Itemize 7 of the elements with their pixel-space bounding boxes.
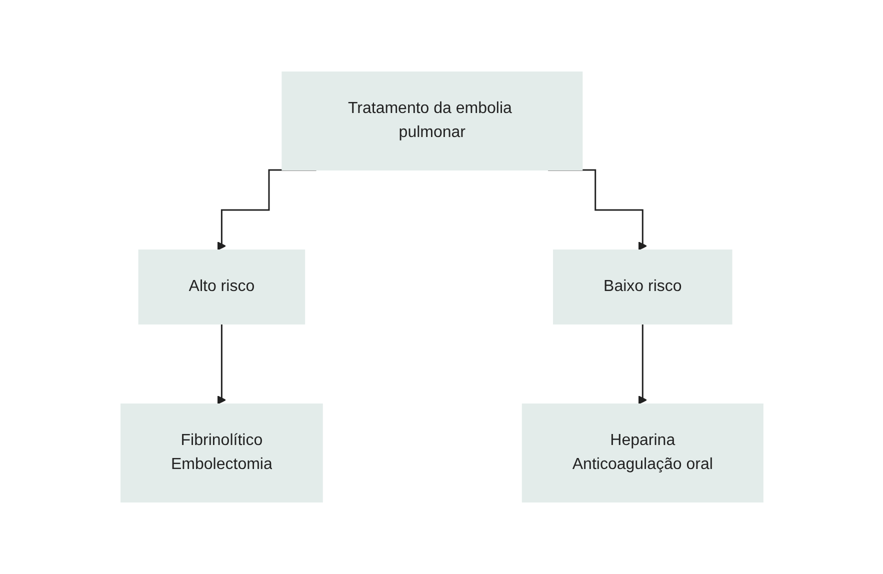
node-box: Tratamento da embolia pulmonar [281, 72, 582, 170]
node-box: Baixo risco [552, 250, 732, 324]
node-box: Heparina Anticoagulação oral [521, 404, 763, 502]
arrow [638, 323, 647, 404]
arrow [216, 323, 226, 404]
node-box: Alto risco [138, 250, 305, 324]
node-box: Fibrinolítico Embolectomia [120, 404, 322, 502]
